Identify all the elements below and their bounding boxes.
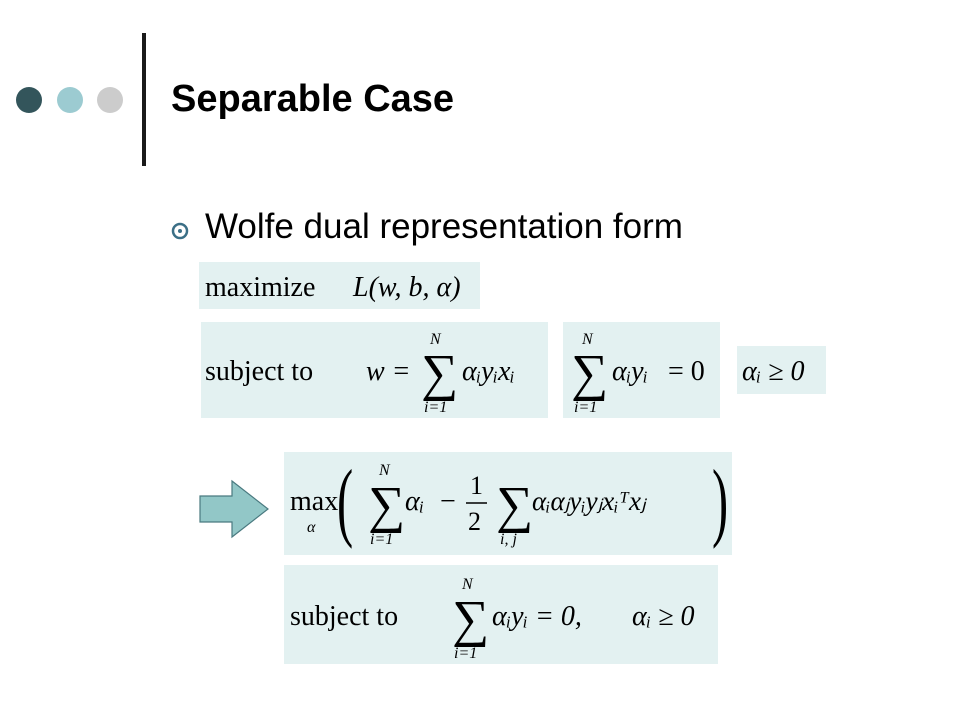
eq-dual-c-sum-top: N (461, 576, 474, 593)
eq-dual-paren-right: ) (712, 453, 728, 550)
eq-sum-term: αᵢyᵢ (612, 356, 648, 387)
header-dot-mid (57, 87, 83, 113)
eq-w-lhs: w = (366, 356, 411, 387)
eq-dual-sum1-top: N (378, 462, 391, 479)
equation-box-constraint-sum (563, 322, 720, 418)
eq-w-term: αᵢyᵢxᵢ (462, 356, 515, 387)
eq-w-sum-symbol: ∑ (421, 345, 458, 402)
eq-sum-bottom: i=1 (574, 399, 597, 416)
eq-dual-minus: − (440, 486, 456, 517)
eq-dual-c-alpha: αᵢ ≥ 0 (632, 601, 695, 632)
eq-dual-frac-num: 1 (470, 471, 483, 500)
eq-dual-c-sum-symbol: ∑ (452, 591, 489, 648)
eq-dual-c-lead: subject to (290, 601, 398, 632)
eq-sum-top: N (581, 331, 594, 348)
eq-w-lead: subject to (205, 356, 313, 387)
eq-dual-sum1-bottom: i=1 (370, 531, 393, 548)
eq-dual-sum2-symbol: ∑ (496, 477, 533, 534)
equation-box-maximize (199, 262, 480, 309)
eq-sum-rhs: = 0 (668, 356, 705, 387)
header-divider (142, 33, 146, 166)
eq-maximize-word: maximize (205, 272, 315, 303)
eq-dual-c-term: αᵢyᵢ = 0, (492, 601, 582, 632)
eq-alpha-nonneg: αᵢ ≥ 0 (742, 356, 805, 387)
eq-maximize-fn: L(w, b, α) (352, 272, 461, 303)
eq-dual-c-sum-bottom: i=1 (454, 645, 477, 662)
equation-box-constraint-alpha (737, 346, 826, 394)
eq-dual-frac-den: 2 (468, 507, 481, 536)
eq-dual-term1: αᵢ (405, 486, 424, 517)
slide-title: Separable Case (171, 78, 455, 120)
eq-dual-sum2-bottom: i, j (500, 531, 517, 548)
ring-bullet-icon (171, 222, 189, 240)
eq-dual-op-sub: α (307, 519, 316, 536)
eq-sum-symbol: ∑ (571, 345, 608, 402)
bullet-text: Wolfe dual representation form (205, 207, 683, 246)
header-dot-light (97, 87, 123, 113)
eq-dual-sum1-symbol: ∑ (368, 477, 405, 534)
eq-dual-op: max (290, 486, 338, 517)
eq-dual-paren-left: ( (337, 453, 353, 550)
header-dot-dark (16, 87, 42, 113)
equation-box-dual-objective (284, 452, 732, 555)
equation-box-constraint-w (201, 322, 548, 418)
eq-w-sum-bottom: i=1 (424, 399, 447, 416)
eq-dual-term2: αᵢαⱼyᵢyⱼxᵢᵀxⱼ (532, 486, 648, 516)
equation-box-dual-constraints (284, 565, 718, 664)
eq-w-sum-top: N (429, 331, 442, 348)
